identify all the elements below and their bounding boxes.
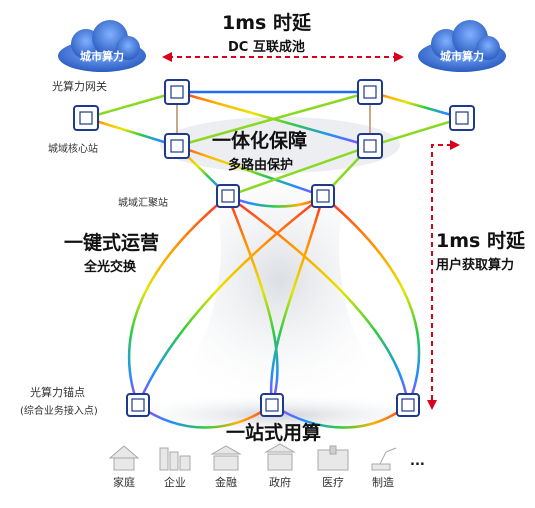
- edge-node-left: [73, 105, 99, 131]
- cloud-left-icon: [58, 20, 146, 72]
- government-icon: [264, 443, 296, 471]
- gateway-node-left: [164, 79, 190, 105]
- onestop-title: 一站式用算: [226, 422, 322, 444]
- core-station-label: 城域核心站: [48, 144, 98, 155]
- house-icon: [108, 445, 140, 471]
- cloud-left-label: 城市算力: [80, 50, 124, 63]
- more-indicator: ...: [410, 454, 425, 469]
- integrated-title: 一体化保障: [212, 130, 308, 152]
- aggregation-node-left: [216, 184, 240, 208]
- hospital-icon: [317, 445, 349, 471]
- anchor-node-2: [260, 393, 284, 417]
- aggregation-node-right: [311, 184, 335, 208]
- category-enterprise: 企业: [164, 476, 186, 489]
- anchor-label: 光算力锚点: [30, 386, 85, 399]
- latency-right-title: 1ms 时延: [436, 230, 525, 252]
- anchor-node-1: [126, 393, 150, 417]
- latency-top-title: 1ms 时延: [222, 12, 311, 34]
- edge-node-right: [449, 105, 475, 131]
- anchor-sublabel: (综合业务接入点): [20, 406, 98, 417]
- robot-arm-icon: [371, 447, 397, 471]
- category-government: 政府: [269, 476, 291, 489]
- funnel-shape: [140, 140, 420, 420]
- integrated-sub: 多路由保护: [228, 158, 294, 173]
- core-node-left: [164, 133, 190, 159]
- category-home: 家庭: [113, 476, 135, 489]
- onekey-sub: 全光交换: [84, 260, 137, 275]
- category-finance: 金融: [215, 476, 237, 489]
- anchor-node-3: [396, 393, 420, 417]
- gateway-label: 光算力网关: [52, 80, 107, 93]
- latency-right-sub: 用户获取算力: [436, 258, 515, 273]
- core-node-right: [357, 133, 383, 159]
- gateway-node-right: [357, 79, 383, 105]
- aggregation-station-label: 城域汇聚站: [118, 198, 168, 209]
- cloud-right-label: 城市算力: [440, 50, 484, 63]
- cloud-right-icon: [418, 20, 506, 72]
- category-medical: 医疗: [322, 476, 344, 489]
- category-manufacturing: 制造: [372, 476, 394, 489]
- dc-pool-label: DC 互联成池: [228, 40, 305, 55]
- onekey-title: 一键式运营: [64, 232, 160, 254]
- bank-icon: [210, 445, 242, 471]
- enterprise-icon: [159, 447, 191, 471]
- user-latency-arrow: [431, 144, 452, 402]
